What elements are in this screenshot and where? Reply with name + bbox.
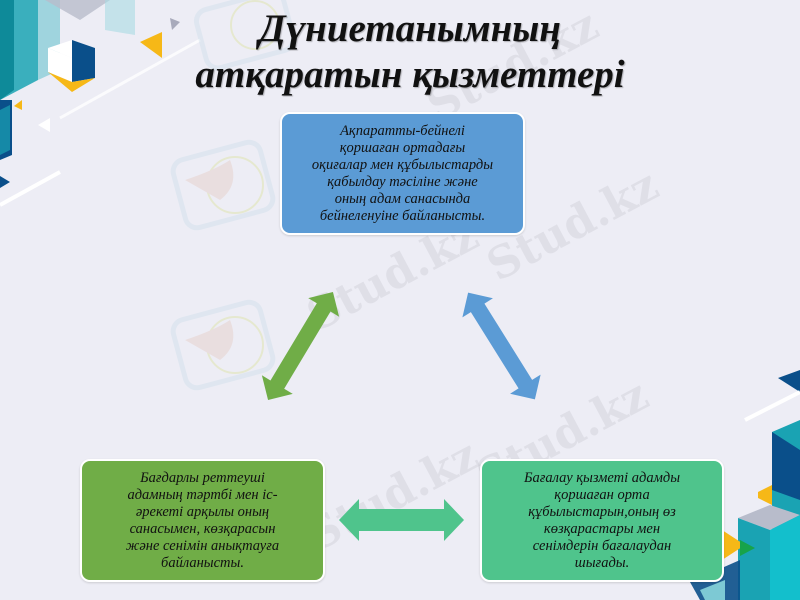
box-text: Бағдарлы реттеуші адамның тәртбі мен іс-…: [125, 469, 280, 571]
double-arrow-horizontal-icon: [339, 499, 464, 541]
box-text: Бағалау қызметі адамды қоршаған орта құб…: [523, 469, 681, 571]
box-orienting-regulating: Бағдарлы реттеуші адамның тәртбі мен іс-…: [80, 459, 325, 582]
double-arrow-green-icon: [261, 291, 340, 401]
title-line-2: атқаратын қызметтері: [195, 53, 625, 96]
title-line-1: Дүниетанымның: [259, 7, 561, 50]
box-text: Ақпаратты-бейнелі қоршаған ортадағы оқиғ…: [311, 122, 494, 224]
double-arrow-blue-icon: [462, 292, 541, 400]
slide-title: Дүниетанымның атқаратын қызметтері: [150, 6, 670, 98]
box-information-reflective: Ақпаратты-бейнелі қоршаған ортадағы оқиғ…: [280, 112, 525, 235]
box-evaluative: Бағалау қызметі адамды қоршаған орта құб…: [480, 459, 724, 582]
